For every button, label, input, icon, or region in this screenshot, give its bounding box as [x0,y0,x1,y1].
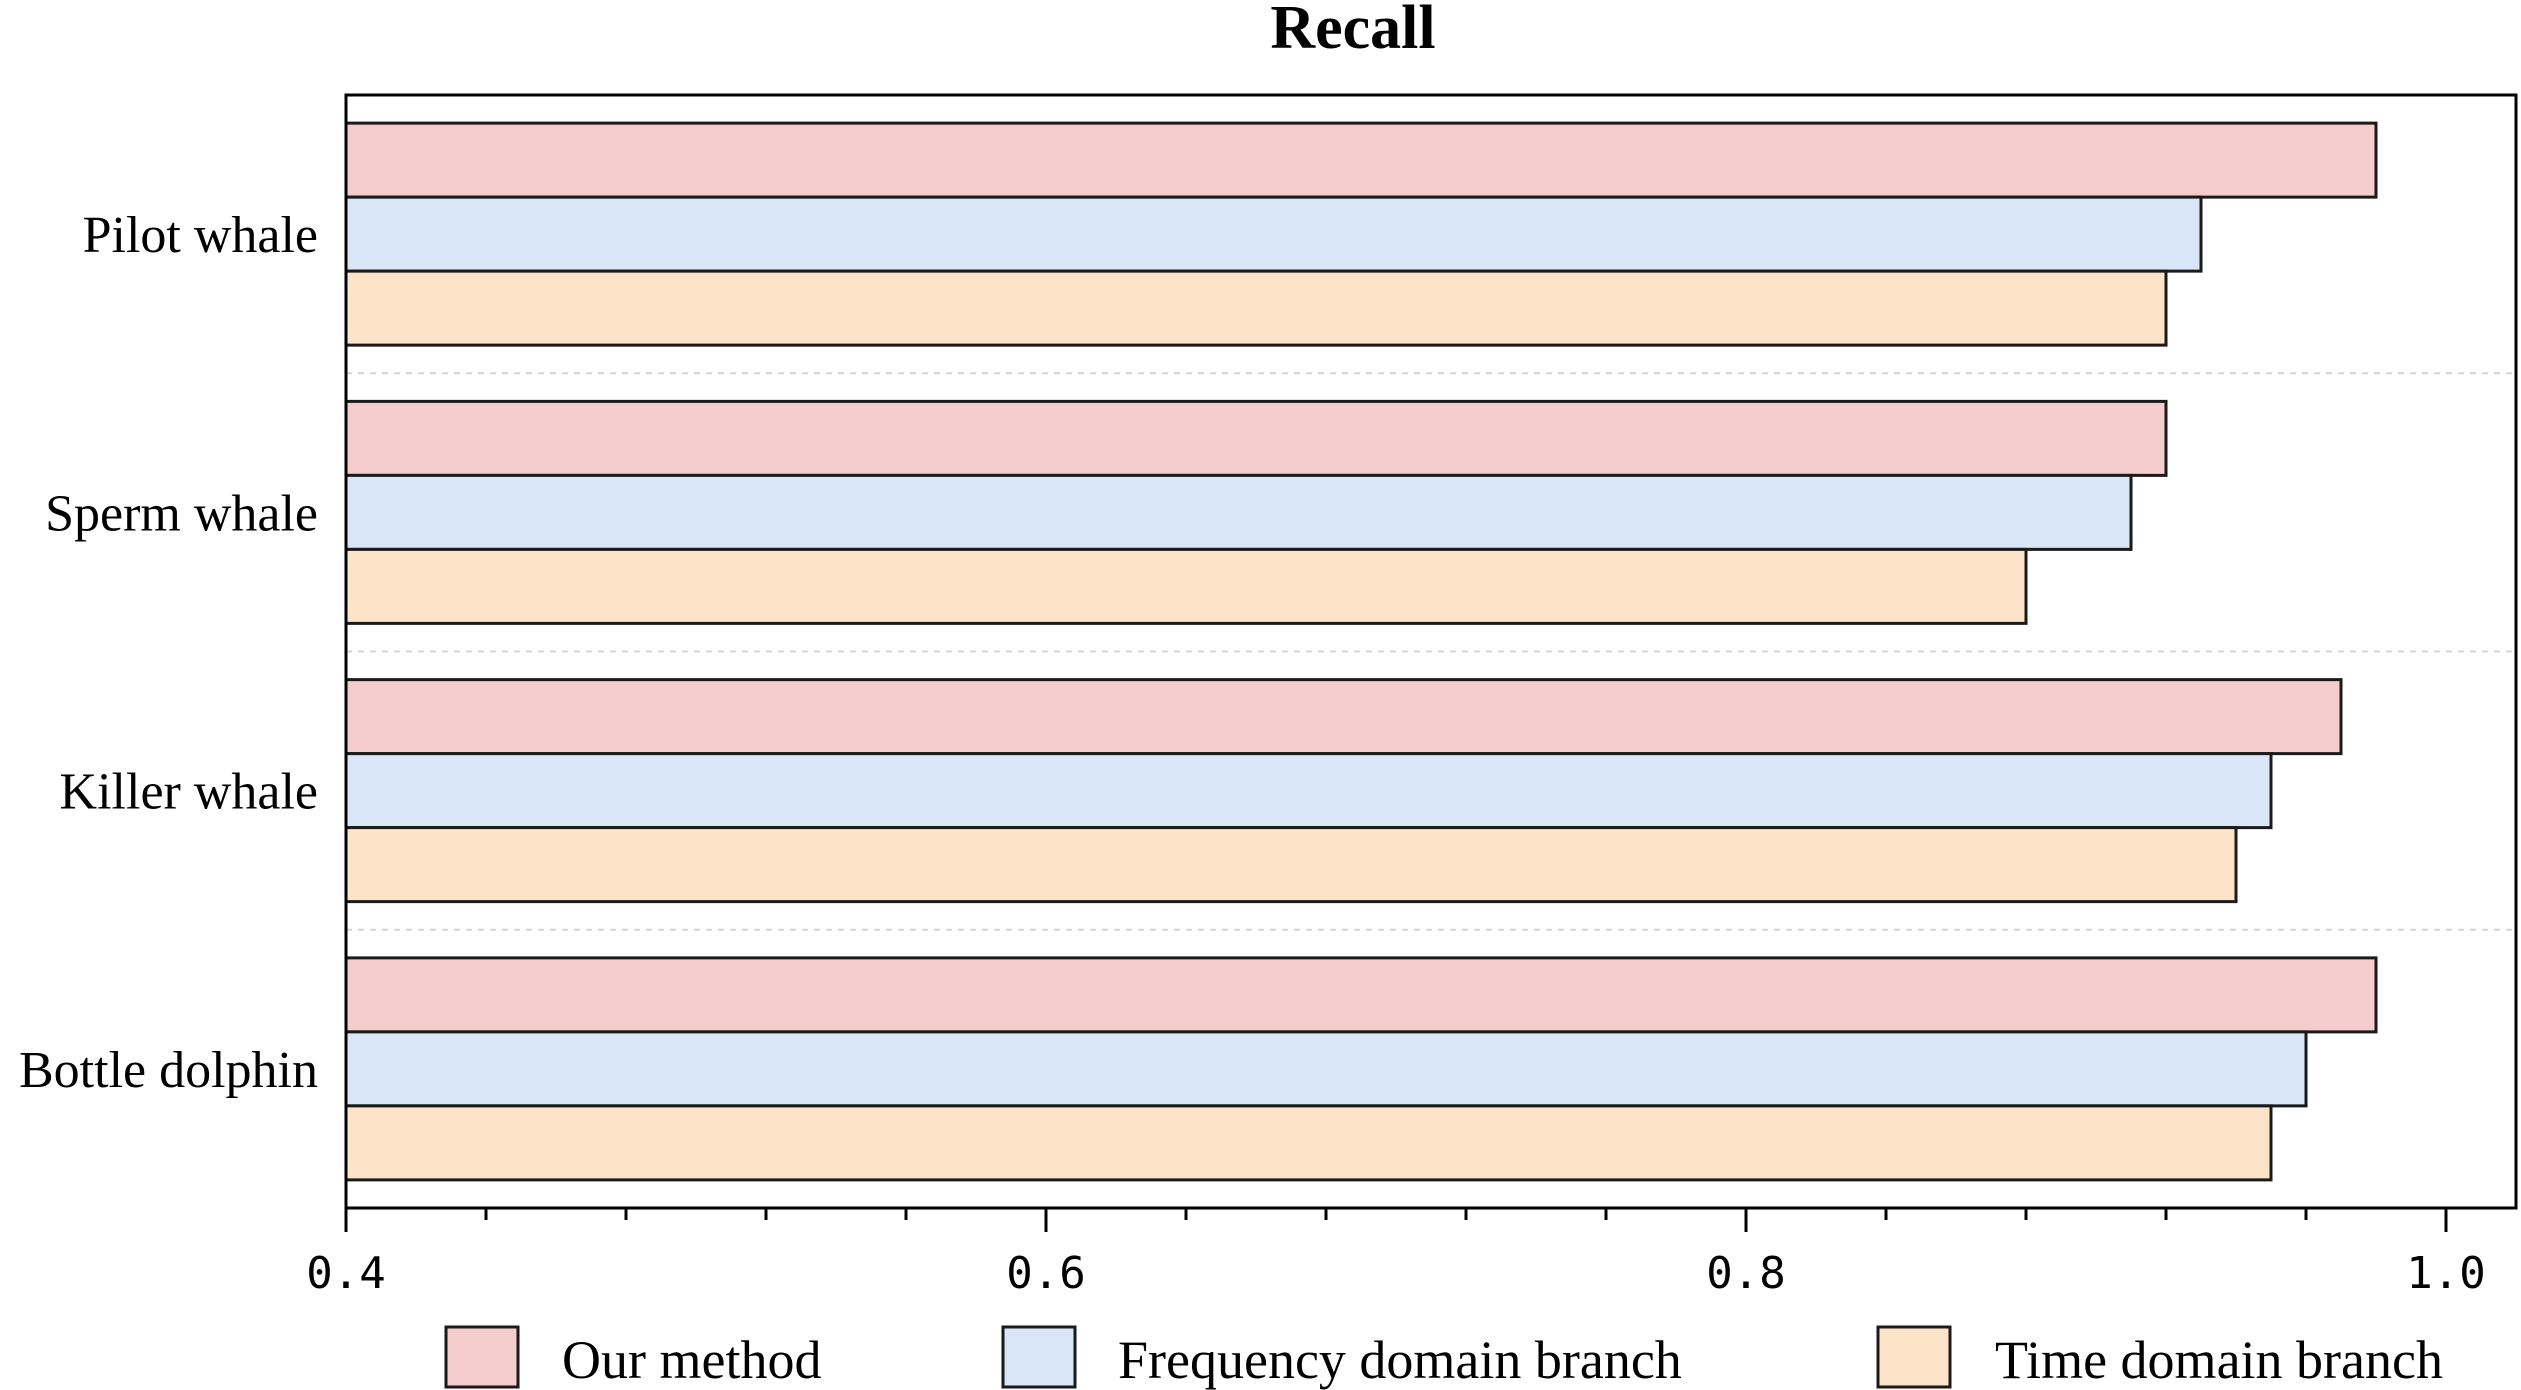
bar [344,195,2203,273]
bar [344,473,2133,551]
x-tick-label: 0.8 [1706,1248,1785,1299]
grid-layer [346,372,2516,931]
legend-label: Frequency domain branch [1118,1330,1682,1390]
x-tick-label: 0.6 [1006,1248,1085,1299]
legend-label: Our method [562,1330,821,1390]
bar [344,752,2273,830]
bar [344,826,2238,904]
legend-swatch [1876,1325,1952,1389]
bar [344,547,2028,625]
chart-title: Recall [1270,0,1435,62]
bar [344,956,2378,1034]
category-label: Killer whale [60,764,318,821]
x-axis: 0.4 0.6 0.8 1.0 [306,1208,2486,1299]
legend: Our method Frequency domain branch Time do… [444,1325,2443,1390]
legend-label: Time domain branch [1995,1330,2443,1390]
bars-layer [344,121,2378,1182]
bar [344,269,2168,347]
bar [344,1104,2273,1182]
category-label: Pilot whale [83,207,318,264]
bar [344,121,2378,199]
bar [344,1030,2308,1108]
legend-swatch [444,1325,520,1389]
x-tick-label: 1.0 [2406,1248,2485,1299]
bar [344,678,2343,756]
plot-frame [344,93,2518,1210]
bar [344,399,2168,477]
category-label: Bottle dolphin [19,1042,318,1099]
legend-swatch [1001,1325,1077,1389]
x-tick-label: 0.4 [306,1248,385,1299]
category-label: Sperm whale [45,485,318,542]
